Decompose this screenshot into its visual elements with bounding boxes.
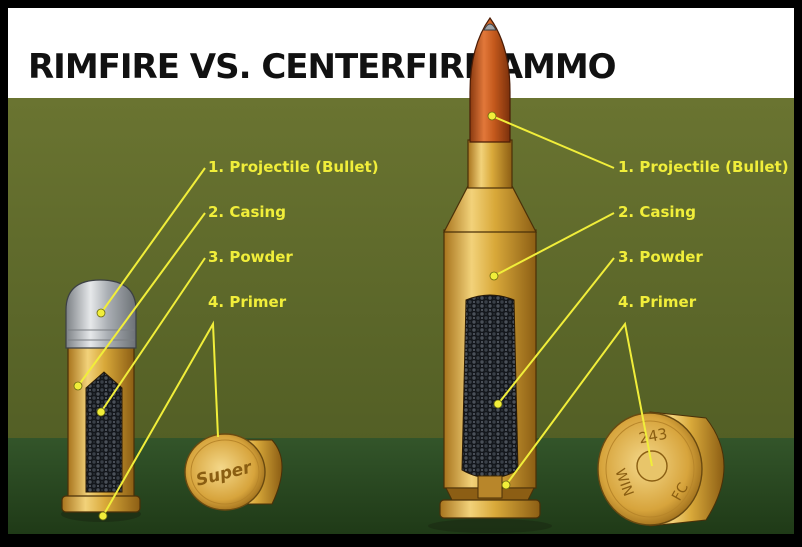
rimfire-label-powder: 3. Powder: [208, 248, 293, 266]
rimfire-base: Super: [185, 434, 282, 510]
centerfire-label-projectile: 1. Projectile (Bullet): [618, 158, 789, 176]
rimfire-label-casing: 2. Casing: [208, 203, 286, 221]
centerfire-label-casing: 2. Casing: [618, 203, 696, 221]
centerfire-label-powder: 3. Powder: [618, 248, 703, 266]
centerfire-base: 243 WIN FC: [598, 412, 724, 526]
page-title: RIMFIRE VS. CENTERFIRE AMMO: [28, 47, 616, 87]
rimfire-label-primer: 4. Primer: [208, 293, 287, 311]
centerfire-label-primer: 4. Primer: [618, 293, 697, 311]
rimfire-label-projectile: 1. Projectile (Bullet): [208, 158, 379, 176]
